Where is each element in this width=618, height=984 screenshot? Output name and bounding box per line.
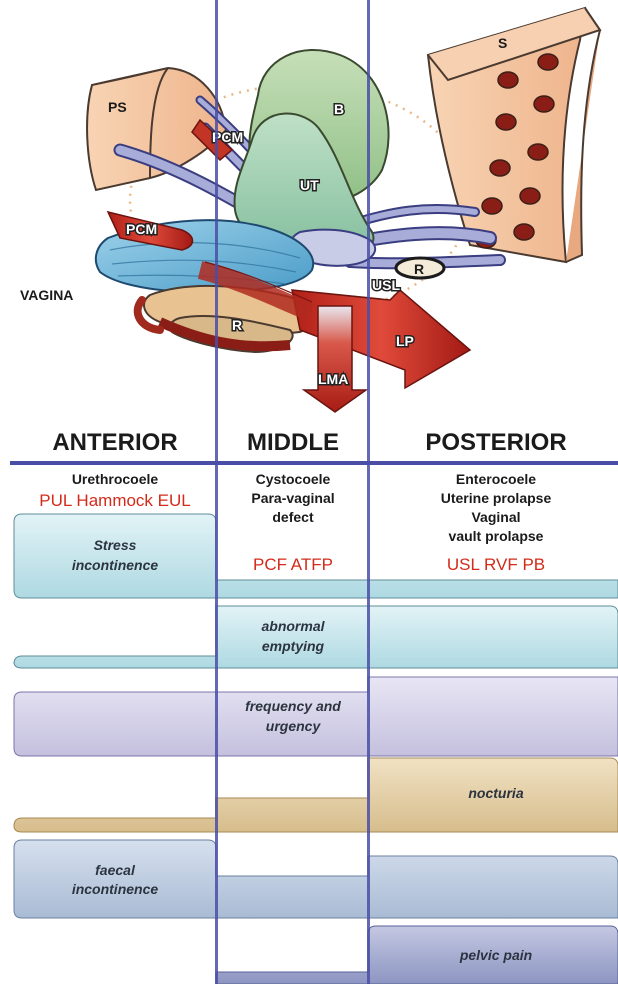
divider-right (367, 0, 370, 984)
label-s: S (498, 35, 507, 51)
band-nocturia (14, 758, 618, 832)
posterior-condition-1: Enterocoele (456, 471, 536, 487)
symptom-bands (14, 514, 618, 984)
posterior-condition-2: Uterine prolapse (441, 490, 552, 506)
anterior-structures: PUL Hammock EUL (39, 491, 190, 510)
header-posterior: POSTERIOR (425, 429, 566, 456)
middle-condition-3: defect (272, 509, 314, 525)
symptom-emptying-line2: emptying (262, 638, 325, 654)
band-faecal (14, 840, 618, 918)
posterior-structures: USL RVF PB (447, 555, 545, 574)
symptom-nocturia: nocturia (468, 785, 523, 801)
label-pcm-left: PCM (126, 221, 157, 237)
anatomy-illustration (87, 8, 600, 412)
header-divider (10, 461, 618, 465)
symptom-stress-line2: incontinence (72, 557, 159, 573)
label-ut: UT (300, 177, 319, 193)
label-ps: PS (108, 99, 127, 115)
label-lma: LMA (318, 371, 348, 387)
posterior-condition-4: vault prolapse (449, 528, 544, 544)
header-anterior: ANTERIOR (52, 429, 177, 456)
label-usl: USL (372, 277, 400, 293)
symptom-pelvic-pain: pelvic pain (459, 947, 532, 963)
symptom-emptying-line1: abnormal (261, 618, 325, 634)
sacrum (428, 8, 600, 262)
symptom-frequency-line1: frequency and (245, 698, 341, 714)
symptom-stress-line1: Stress (94, 537, 137, 553)
band-frequency (14, 677, 618, 756)
middle-structures: PCF ATFP (253, 555, 333, 574)
header-middle: MIDDLE (247, 429, 339, 456)
label-r-right: R (414, 261, 424, 277)
symptom-frequency-line2: urgency (266, 718, 322, 734)
band-emptying (14, 606, 618, 668)
label-lp: LP (396, 333, 414, 349)
label-vagina: VAGINA (20, 287, 73, 303)
band-pelvic-pain (216, 926, 618, 984)
symptom-faecal-line1: faecal (95, 862, 136, 878)
anterior-condition-1: Urethrocoele (72, 471, 159, 487)
zone-headers: ANTERIOR MIDDLE POSTERIOR (52, 429, 566, 456)
label-r-lower: R (232, 317, 242, 333)
posterior-condition-3: Vaginal (471, 509, 520, 525)
divider-left (215, 0, 218, 984)
label-b: B (334, 101, 344, 117)
middle-condition-2: Para-vaginal (251, 490, 334, 506)
symptom-faecal-line2: incontinence (72, 881, 159, 897)
middle-condition-1: Cystocoele (256, 471, 331, 487)
